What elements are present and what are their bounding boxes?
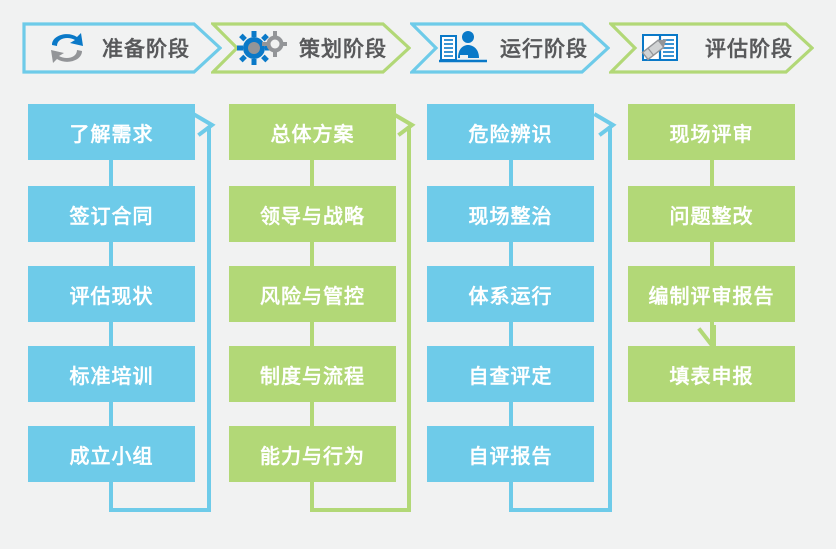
flow-box[interactable]: 编制评审报告 bbox=[628, 266, 795, 322]
flow-box[interactable]: 风险与管控 bbox=[229, 266, 396, 322]
flow-box[interactable]: 危险辨识 bbox=[427, 104, 594, 160]
flow-box[interactable]: 签订合同 bbox=[28, 186, 195, 242]
stage-header-label-0: 准备阶段 bbox=[102, 38, 190, 61]
stage-header-label-1: 策划阶段 bbox=[299, 38, 387, 61]
flow-box[interactable]: 评估现状 bbox=[28, 266, 195, 322]
flow-box[interactable]: 了解需求 bbox=[28, 104, 195, 160]
stage-header-label-3: 评估阶段 bbox=[705, 38, 793, 61]
pencil-and-book-icon bbox=[639, 28, 685, 68]
stage-header-1[interactable]: 策划阶段 bbox=[211, 22, 411, 74]
flow-box[interactable]: 能力与行为 bbox=[229, 426, 396, 482]
gears-icon bbox=[237, 28, 287, 68]
flow-box[interactable]: 总体方案 bbox=[229, 104, 396, 160]
stage-header-label-2: 运行阶段 bbox=[500, 38, 588, 61]
flow-box[interactable]: 制度与流程 bbox=[229, 346, 396, 402]
flow-box[interactable]: 标准培训 bbox=[28, 346, 195, 402]
flow-box[interactable]: 填表申报 bbox=[628, 346, 795, 402]
flow-box[interactable]: 自评报告 bbox=[427, 426, 594, 482]
flow-box[interactable]: 体系运行 bbox=[427, 266, 594, 322]
stage-header-3[interactable]: 评估阶段 bbox=[609, 22, 814, 74]
flow-box[interactable]: 成立小组 bbox=[28, 426, 195, 482]
refresh-cycle-icon bbox=[44, 28, 90, 68]
flow-box[interactable]: 现场评审 bbox=[628, 104, 795, 160]
flow-box[interactable]: 问题整改 bbox=[628, 186, 795, 242]
flow-box[interactable]: 领导与战略 bbox=[229, 186, 396, 242]
person-at-desk-icon bbox=[438, 28, 487, 68]
stage-header-2[interactable]: 运行阶段 bbox=[410, 22, 610, 74]
flow-box[interactable]: 现场整治 bbox=[427, 186, 594, 242]
flow-box[interactable]: 自查评定 bbox=[427, 346, 594, 402]
stage-header-0[interactable]: 准备阶段 bbox=[22, 22, 222, 74]
